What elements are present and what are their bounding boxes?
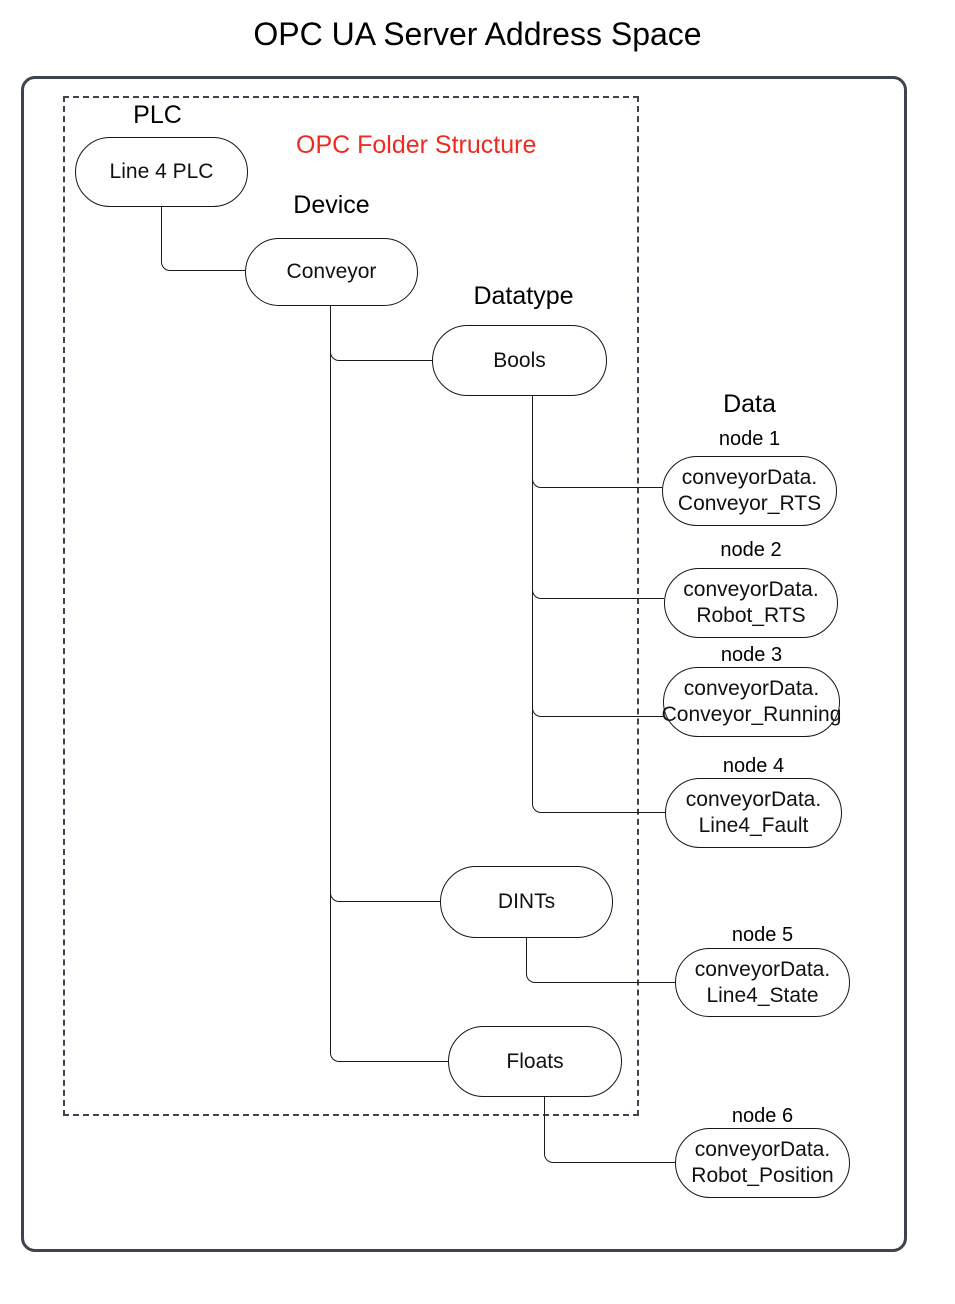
data-node-3-line2: Conveyor_Running (661, 703, 842, 726)
folder-node-conveyor: Conveyor (245, 238, 418, 306)
column-header-plc: PLC (133, 101, 182, 129)
folder-node-conveyor-label: Conveyor (286, 260, 377, 283)
page-title: OPC UA Server Address Space (253, 16, 702, 52)
data-node-6-caption: node 6 (731, 1105, 794, 1127)
data-node-2-caption: node 2 (720, 539, 782, 561)
edge-plc-device (161, 207, 245, 271)
data-node-4: conveyorData. Line4_Fault (665, 778, 842, 848)
data-node-1-line1: conveyorData. (681, 466, 818, 489)
opc-folder-structure-group (63, 96, 639, 1116)
data-node-5-line2: Line4_State (706, 983, 819, 1007)
edge-floats-node6 (544, 1096, 675, 1163)
folder-node-dints-label: DINTs (497, 890, 556, 913)
column-header-device: Device (293, 191, 370, 219)
edge-bools-node2 (532, 395, 664, 599)
column-header-data: Data (723, 390, 776, 418)
data-node-3-line1: conveyorData. (683, 677, 820, 700)
edge-dints-node5 (526, 937, 675, 983)
data-node-5-caption: node 5 (731, 924, 794, 946)
data-node-5-line1: conveyorData. (694, 957, 831, 981)
data-node-6-line1: conveyorData. (694, 1138, 831, 1161)
folder-node-line4plc: Line 4 PLC (75, 137, 248, 207)
data-node-2-line2: Robot_RTS (696, 604, 806, 627)
edge-conveyor-dints (330, 305, 440, 902)
column-header-datatype: Datatype (473, 282, 574, 310)
data-node-1: conveyorData. Conveyor_RTS (662, 456, 837, 526)
data-node-1-caption: node 1 (718, 428, 781, 450)
data-node-2-line1: conveyorData. (683, 578, 819, 601)
data-node-6-line2: Robot_Position (691, 1164, 834, 1187)
data-node-1-line2: Conveyor_RTS (677, 492, 822, 515)
folder-node-bools-label: Bools (493, 348, 546, 372)
data-node-4-line2: Line4_Fault (698, 814, 809, 837)
folder-node-floats-label: Floats (506, 1049, 564, 1073)
annotation-label: OPC Folder Structure (296, 131, 537, 159)
data-node-6: conveyorData. Robot_Position (675, 1128, 850, 1198)
address-space-frame (21, 76, 907, 1252)
data-node-4-line1: conveyorData. (685, 788, 822, 811)
folder-node-floats: Floats (448, 1026, 622, 1097)
data-node-3-caption: node 3 (720, 644, 783, 666)
edge-bools-node1 (532, 395, 662, 488)
folder-node-line4plc-label: Line 4 PLC (109, 160, 214, 183)
data-node-2: conveyorData. Robot_RTS (664, 568, 838, 638)
folder-node-dints: DINTs (440, 866, 613, 938)
edge-conveyor-bools (330, 305, 432, 361)
folder-node-bools: Bools (432, 325, 607, 396)
data-node-4-caption: node 4 (722, 755, 785, 777)
data-node-5: conveyorData. Line4_State (675, 948, 850, 1017)
data-node-3: conveyorData. Conveyor_Running (661, 667, 842, 737)
